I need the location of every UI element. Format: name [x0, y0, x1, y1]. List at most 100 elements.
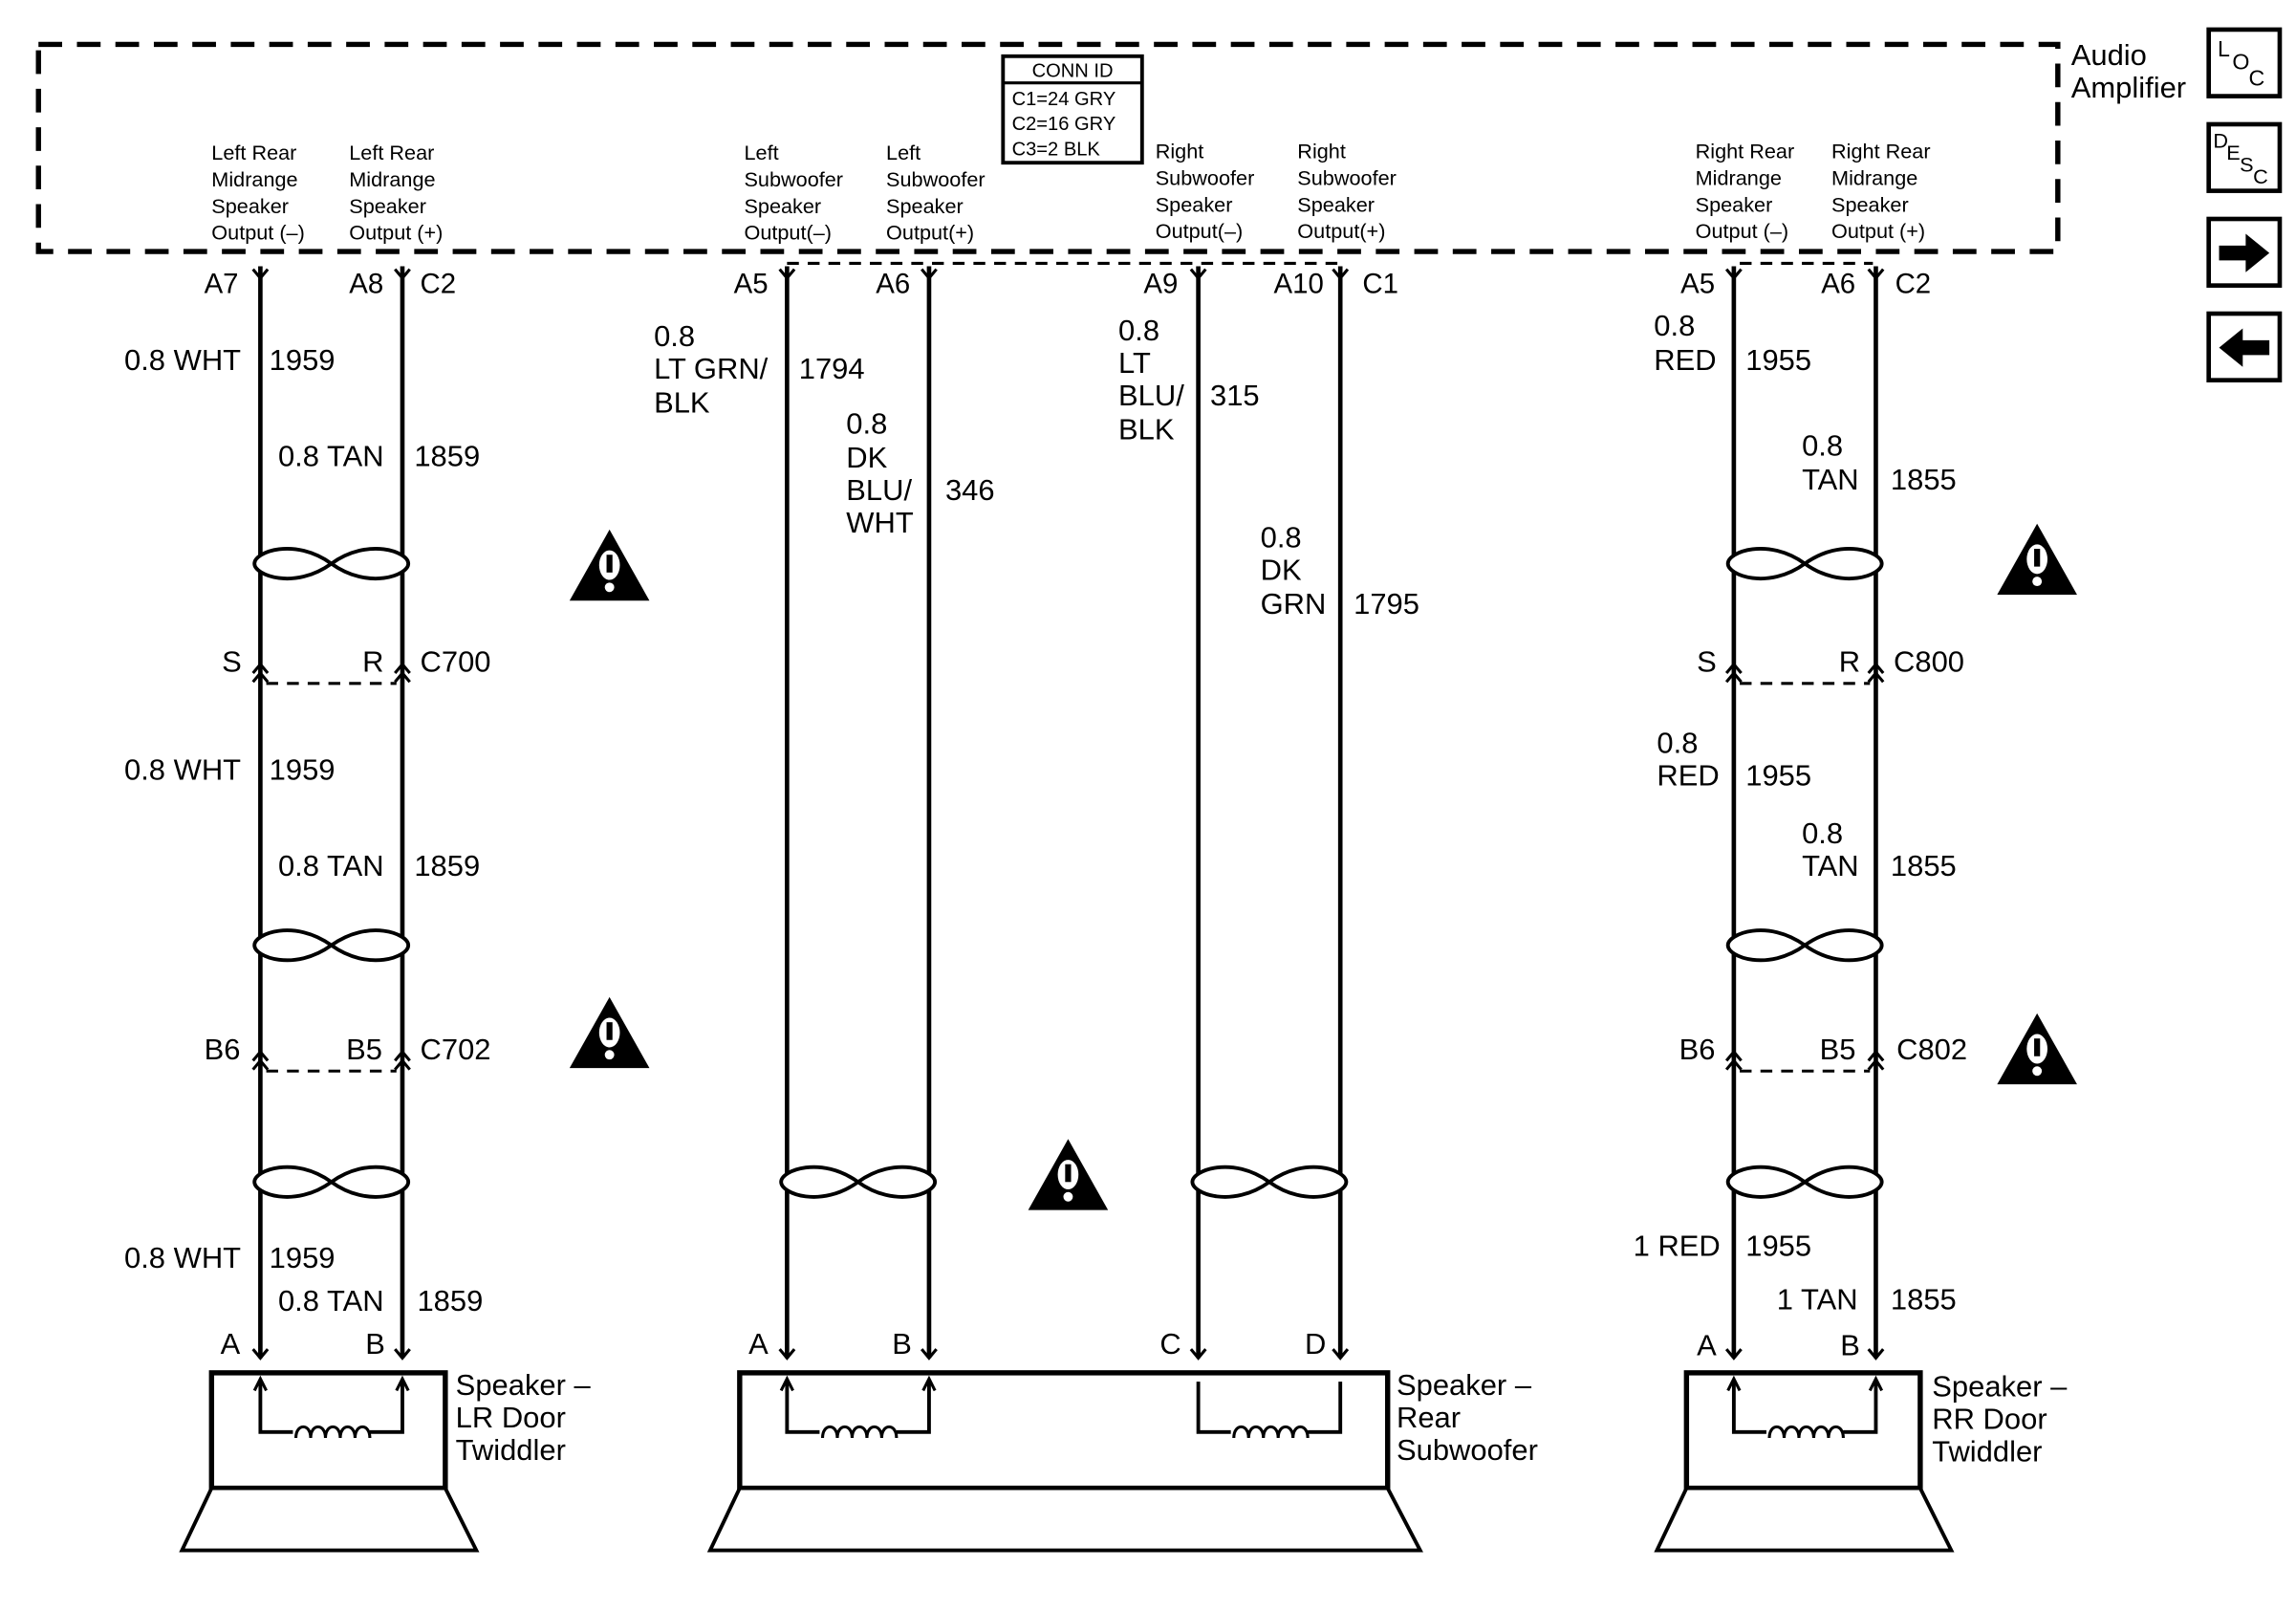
- conn-id-header: CONN ID: [1032, 60, 1114, 81]
- amplifier-title-2: Amplifier: [2071, 71, 2186, 104]
- svg-text:Output (–): Output (–): [1696, 219, 1789, 243]
- conn-id-line: C1=24 GRY: [1012, 89, 1116, 110]
- wire-label: 0.8: [1802, 816, 1843, 850]
- circuit-number: 1955: [1745, 343, 1811, 377]
- wire-label: 0.8: [654, 319, 695, 353]
- terminal-label: B: [365, 1327, 385, 1361]
- terminal-label: A: [1697, 1328, 1717, 1361]
- svg-text:O: O: [2232, 50, 2249, 75]
- svg-text:E: E: [2226, 141, 2240, 164]
- output-label-lr-neg: Left Rear Midrange Speaker Output (–): [211, 141, 305, 245]
- circuit-number: 346: [945, 473, 995, 507]
- wire-label: 0.8: [1118, 314, 1159, 347]
- circuit-number: 1955: [1745, 759, 1811, 793]
- left-rear-circuit: 0.8 WHT 1959 0.8 TAN 1859 S R C700 0.8 W…: [124, 266, 491, 1361]
- svg-text:Speaker: Speaker: [1297, 192, 1375, 216]
- svg-text:Midrange: Midrange: [349, 167, 435, 191]
- wire-label: GRN: [1261, 587, 1327, 620]
- subwoofer-circuit: 0.8 LT GRN/ BLK 1794 0.8 DK BLU/ WHT 346…: [654, 266, 1419, 1361]
- svg-text:D: D: [2213, 129, 2228, 153]
- speaker-rr-door-twiddler: Speaker – RR Door Twiddler: [1654, 1370, 2068, 1553]
- connector-name: C700: [421, 644, 491, 678]
- svg-text:Speaker: Speaker: [349, 194, 426, 218]
- circuit-number: 1855: [1891, 849, 1957, 882]
- circuit-number: 1855: [1891, 1282, 1957, 1316]
- wire-label: 0.8 WHT: [124, 1241, 241, 1274]
- warning-icon[interactable]: [1997, 523, 2077, 596]
- svg-text:Right: Right: [1156, 140, 1204, 163]
- wire-label: 0.8 TAN: [278, 1284, 384, 1317]
- wire-label: 0.8: [1654, 309, 1695, 342]
- svg-text:L: L: [2218, 36, 2230, 61]
- circuit-number: 1794: [799, 352, 865, 385]
- svg-text:Subwoofer: Subwoofer: [1297, 165, 1397, 189]
- desc-button[interactable]: D E S C: [2206, 121, 2283, 193]
- connector-name: C702: [421, 1033, 491, 1066]
- pin-label: A10: [1274, 268, 1324, 299]
- terminal-label: A: [748, 1327, 769, 1361]
- circuit-number: 1855: [1891, 463, 1957, 496]
- svg-text:C: C: [2253, 164, 2268, 188]
- circuit-number: 1959: [270, 343, 336, 377]
- svg-text:Subwoofer: Subwoofer: [744, 167, 843, 191]
- warning-icon[interactable]: [569, 996, 650, 1069]
- terminal-label: C: [1159, 1327, 1180, 1361]
- prev-page-button[interactable]: [2206, 311, 2283, 382]
- speaker-label: Twiddler: [1932, 1435, 2042, 1469]
- wire-label: DK: [846, 441, 887, 474]
- connector-pin: S: [1697, 644, 1717, 678]
- speaker-lr-door-twiddler: Speaker – LR Door Twiddler: [179, 1368, 592, 1553]
- output-label-lsub-neg: Left Subwoofer Speaker Output(–): [744, 141, 843, 245]
- terminal-label: B: [1840, 1328, 1860, 1361]
- connector-pin: R: [1839, 644, 1860, 678]
- circuit-number: 1955: [1745, 1230, 1811, 1263]
- circuit-number: 315: [1210, 379, 1260, 412]
- pin-label: A5: [734, 268, 769, 299]
- pin-label: A5: [1680, 268, 1715, 299]
- warning-icon[interactable]: [1997, 1012, 2077, 1085]
- connector-pin: B5: [1820, 1033, 1856, 1066]
- amplifier-title-1: Audio: [2071, 38, 2147, 72]
- wire-label: LT GRN/: [654, 352, 769, 385]
- arrow-right-icon: [2219, 233, 2270, 272]
- terminal-label: A: [221, 1327, 241, 1361]
- connector-name: C800: [1894, 644, 1964, 678]
- svg-text:S: S: [2240, 152, 2253, 176]
- wire-label: BLK: [654, 386, 710, 420]
- svg-text:Speaker: Speaker: [211, 194, 289, 218]
- connector-name: C802: [1896, 1033, 1967, 1066]
- conn-id-box: CONN ID C1=24 GRY C2=16 GRY C3=2 BLK: [1001, 54, 1144, 165]
- pin-label: A8: [349, 268, 383, 299]
- arrow-left-icon: [2219, 328, 2270, 367]
- terminal-label: B: [892, 1327, 912, 1361]
- output-label-rr-pos: Right Rear Midrange Speaker Output (+): [1831, 140, 1931, 244]
- next-page-button[interactable]: [2206, 216, 2283, 288]
- pin-label: A7: [205, 268, 239, 299]
- output-label-lr-pos: Left Rear Midrange Speaker Output (+): [349, 141, 443, 245]
- warning-icon[interactable]: [569, 529, 650, 601]
- wire-label: DK: [1261, 554, 1302, 587]
- wire-label: TAN: [1802, 463, 1859, 496]
- wire-label: RED: [1654, 343, 1716, 377]
- wire-label: 0.8: [846, 406, 887, 440]
- wire-label: 0.8 TAN: [278, 849, 384, 882]
- wire-label: BLK: [1118, 413, 1175, 446]
- circuit-number: 1859: [414, 849, 480, 882]
- svg-text:Left: Left: [886, 141, 921, 164]
- circuit-number: 1795: [1354, 587, 1419, 620]
- connector-pin: B6: [1679, 1033, 1716, 1066]
- pin-label: C2: [421, 268, 457, 299]
- svg-text:Right Rear: Right Rear: [1696, 140, 1795, 163]
- warning-icon[interactable]: [1028, 1139, 1109, 1210]
- wire-label: BLU/: [1118, 379, 1184, 412]
- wire-label: LT: [1118, 346, 1151, 380]
- svg-text:Subwoofer: Subwoofer: [886, 167, 986, 191]
- circuit-number: 1859: [414, 439, 480, 472]
- wire-label: WHT: [846, 506, 914, 539]
- loc-button[interactable]: L O C: [2206, 27, 2283, 98]
- svg-text:Left Rear: Left Rear: [349, 141, 434, 164]
- svg-text:Speaker: Speaker: [744, 194, 821, 218]
- wire-label: TAN: [1802, 849, 1859, 882]
- svg-text:Output (–): Output (–): [211, 221, 305, 245]
- speaker-label: Twiddler: [456, 1433, 566, 1467]
